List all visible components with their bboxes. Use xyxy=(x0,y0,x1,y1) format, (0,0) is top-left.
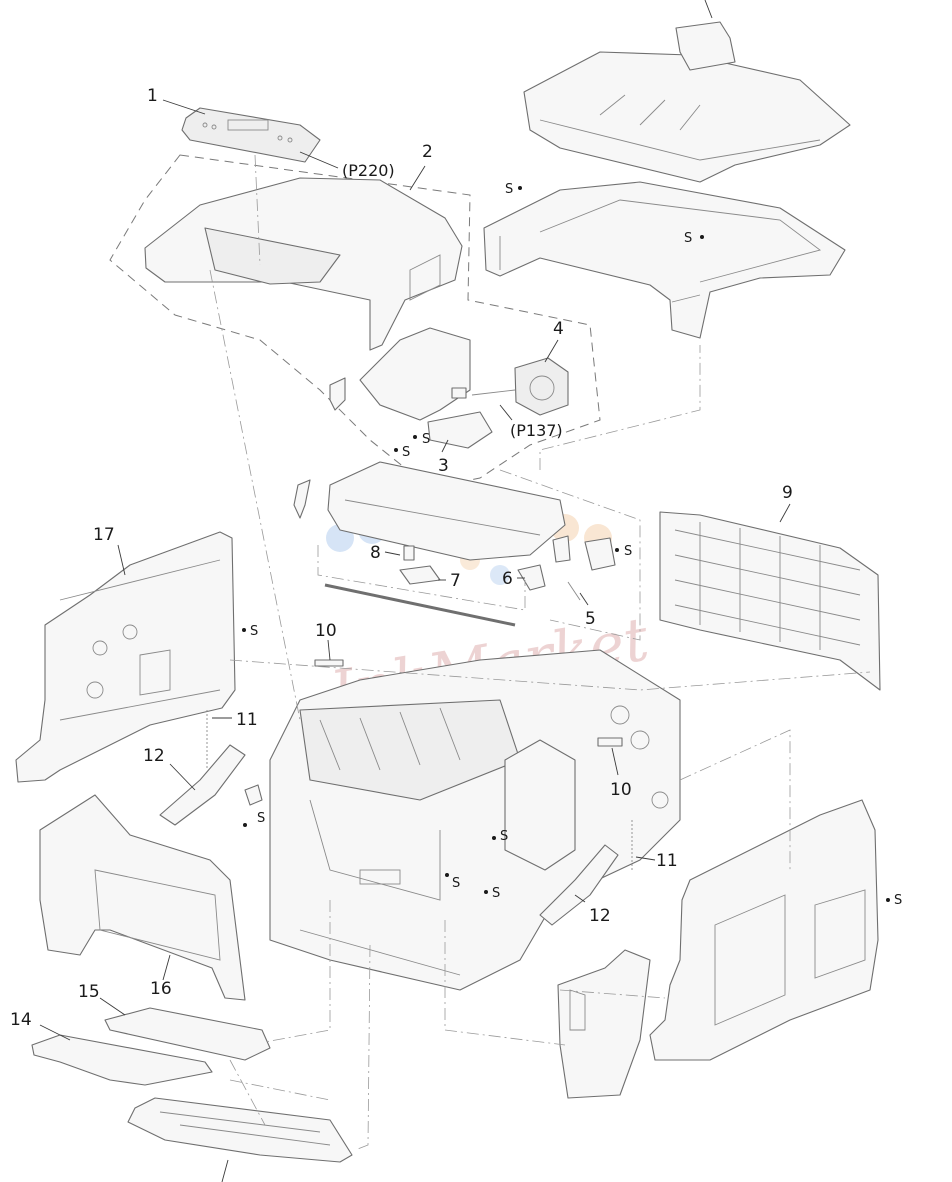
svg-text:S: S xyxy=(402,445,410,460)
connector-p137-label: (P137) xyxy=(510,421,563,440)
callout-6: 6 xyxy=(502,569,513,589)
screw-mark-11: S xyxy=(886,893,902,908)
callout-4: 4 xyxy=(553,319,564,339)
front-bezel xyxy=(557,949,651,1099)
springs-and-arms xyxy=(159,659,633,926)
rear-panel xyxy=(659,511,881,691)
screw-mark-7: S xyxy=(243,811,265,827)
svg-text:S: S xyxy=(684,231,692,246)
fuser-assembly xyxy=(293,461,641,641)
screw-markers: S S S S S S S S S S S xyxy=(242,182,902,908)
right-side-cover xyxy=(649,799,879,1061)
callout-17: 17 xyxy=(93,525,115,545)
screw-mark-1: S xyxy=(505,182,522,197)
screw-mark-6: S xyxy=(242,624,258,639)
svg-text:S: S xyxy=(624,544,632,559)
screw-mark-5: S xyxy=(615,544,632,559)
top-cover xyxy=(144,177,463,351)
callout-7: 7 xyxy=(450,571,461,591)
screw-mark-9: S xyxy=(445,873,460,891)
callout-14: 14 xyxy=(10,1010,32,1030)
callout-1: 1 xyxy=(147,86,158,106)
screw-mark-10: S xyxy=(484,886,500,901)
svg-text:S: S xyxy=(250,624,258,639)
paper-support-tray xyxy=(483,181,846,339)
screw-mark-2: S xyxy=(684,231,704,246)
screw-mark-3: S xyxy=(413,432,430,447)
callout-10-pin: 10 xyxy=(315,621,337,641)
svg-text:S: S xyxy=(505,182,513,197)
guide-lines xyxy=(209,154,871,1151)
operator-panel xyxy=(181,107,321,163)
callout-3: 3 xyxy=(438,456,449,476)
callout-labels: 1 2 3 4 5 6 7 8 9 10 10 11 11 12 12 14 1… xyxy=(10,86,793,1030)
fan-bracket-assembly xyxy=(329,327,569,449)
paper-trays xyxy=(31,1007,353,1163)
callout-10-right: 10 xyxy=(610,780,632,800)
left-side-cover xyxy=(15,531,236,783)
top-cover-assembly xyxy=(523,0,851,183)
screw-mark-8: S xyxy=(492,829,508,844)
svg-text:S: S xyxy=(894,893,902,908)
front-door xyxy=(39,794,246,1001)
leader-lines xyxy=(39,99,791,1182)
svg-text:S: S xyxy=(257,811,265,826)
callout-11-left: 11 xyxy=(236,710,258,730)
callout-5: 5 xyxy=(585,609,596,629)
printer-frame xyxy=(269,649,681,991)
connector-p220-label: (P220) xyxy=(342,161,395,180)
svg-text:S: S xyxy=(492,886,500,901)
screw-mark-4: S xyxy=(394,445,410,460)
callout-8: 8 xyxy=(370,543,381,563)
svg-text:S: S xyxy=(422,432,430,447)
svg-text:S: S xyxy=(500,829,508,844)
callout-12-left: 12 xyxy=(143,746,165,766)
callout-12-right: 12 xyxy=(589,906,611,926)
callout-15: 15 xyxy=(78,982,100,1002)
callout-11-right: 11 xyxy=(656,851,678,871)
callout-16: 16 xyxy=(150,979,172,999)
callout-9: 9 xyxy=(782,483,793,503)
svg-text:S: S xyxy=(452,876,460,891)
callout-2: 2 xyxy=(422,142,433,162)
